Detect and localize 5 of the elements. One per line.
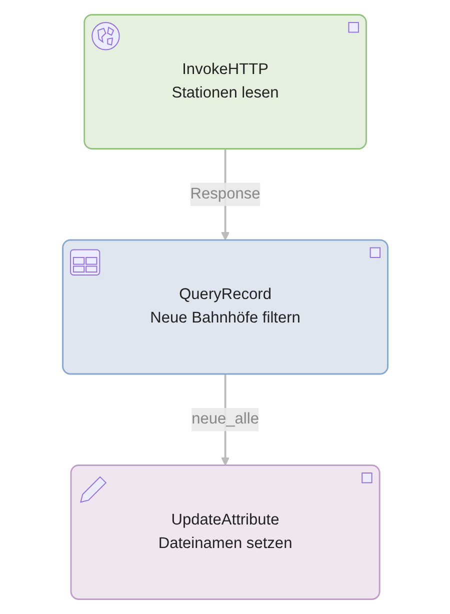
process-box: QueryRecord Neue Bahnhöfe filtern — [62, 239, 388, 375]
process-box: UpdateAttribute Dateinamen setzen — [70, 464, 380, 600]
edge-label: neue_alle — [191, 408, 259, 432]
process-box: InvokeHTTP Stationen lesen — [83, 14, 367, 150]
edge-label: Response — [190, 182, 260, 206]
